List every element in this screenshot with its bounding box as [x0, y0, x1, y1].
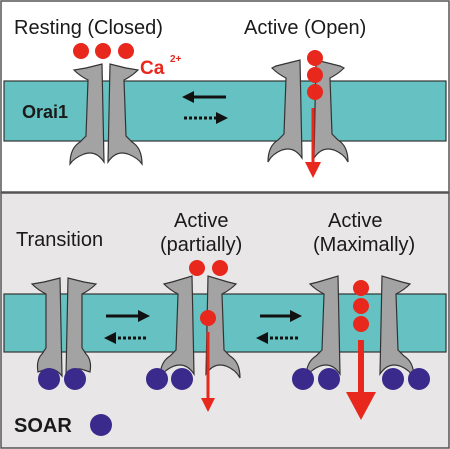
equilibrium-arrows-icon: [182, 91, 228, 124]
calcium-ion-icon: [307, 67, 323, 83]
soar-domain-icon: [171, 368, 193, 390]
soar-domain-icon: [382, 368, 404, 390]
ca-influx-arrow-icon: [201, 332, 215, 412]
label-active-partial-line1: Active: [174, 210, 228, 232]
soar-domain-icon: [90, 414, 112, 436]
orai1-channel-icon: [69, 63, 143, 166]
label-active-max-line2: (Maximally): [313, 234, 415, 256]
equilibrium-arrows-icon: [256, 310, 302, 344]
soar-domain-icon: [292, 368, 314, 390]
calcium-ion-icon: [307, 84, 323, 100]
calcium-charge: 2+: [170, 54, 182, 65]
calcium-ion-icon: [353, 316, 369, 332]
calcium-ion-icon: [73, 43, 89, 59]
ca-influx-arrow-icon: [346, 340, 376, 420]
calcium-ion-icon: [212, 260, 228, 276]
ca-influx-arrow-icon: [305, 108, 321, 178]
calcium-label: Ca: [140, 58, 165, 79]
orai1-channel-icon: [159, 275, 241, 379]
soar-legend-label: SOAR: [14, 415, 72, 437]
equilibrium-arrows-icon: [104, 310, 150, 344]
label-active-open: Active (Open): [244, 17, 366, 39]
soar-domain-icon: [64, 368, 86, 390]
calcium-ion-icon: [95, 43, 111, 59]
soar-domain-icon: [318, 368, 340, 390]
calcium-ion-icon: [118, 43, 134, 59]
soar-domain-icon: [408, 368, 430, 390]
calcium-ion-icon: [189, 260, 205, 276]
calcium-ion-icon: [307, 50, 323, 66]
label-transition: Transition: [16, 229, 103, 251]
label-active-max-line1: Active: [328, 210, 382, 232]
label-resting-closed: Resting (Closed): [14, 17, 163, 39]
calcium-ion-icon: [353, 280, 369, 296]
membrane-top: [3, 80, 447, 142]
orai1-channel-icon: [267, 59, 349, 163]
soar-domain-icon: [146, 368, 168, 390]
calcium-ion-icon: [200, 310, 216, 326]
orai1-label: Orai1: [22, 102, 68, 122]
calcium-ion-icon: [353, 298, 369, 314]
label-active-partial-line2: (partially): [160, 234, 242, 256]
soar-domain-icon: [38, 368, 60, 390]
